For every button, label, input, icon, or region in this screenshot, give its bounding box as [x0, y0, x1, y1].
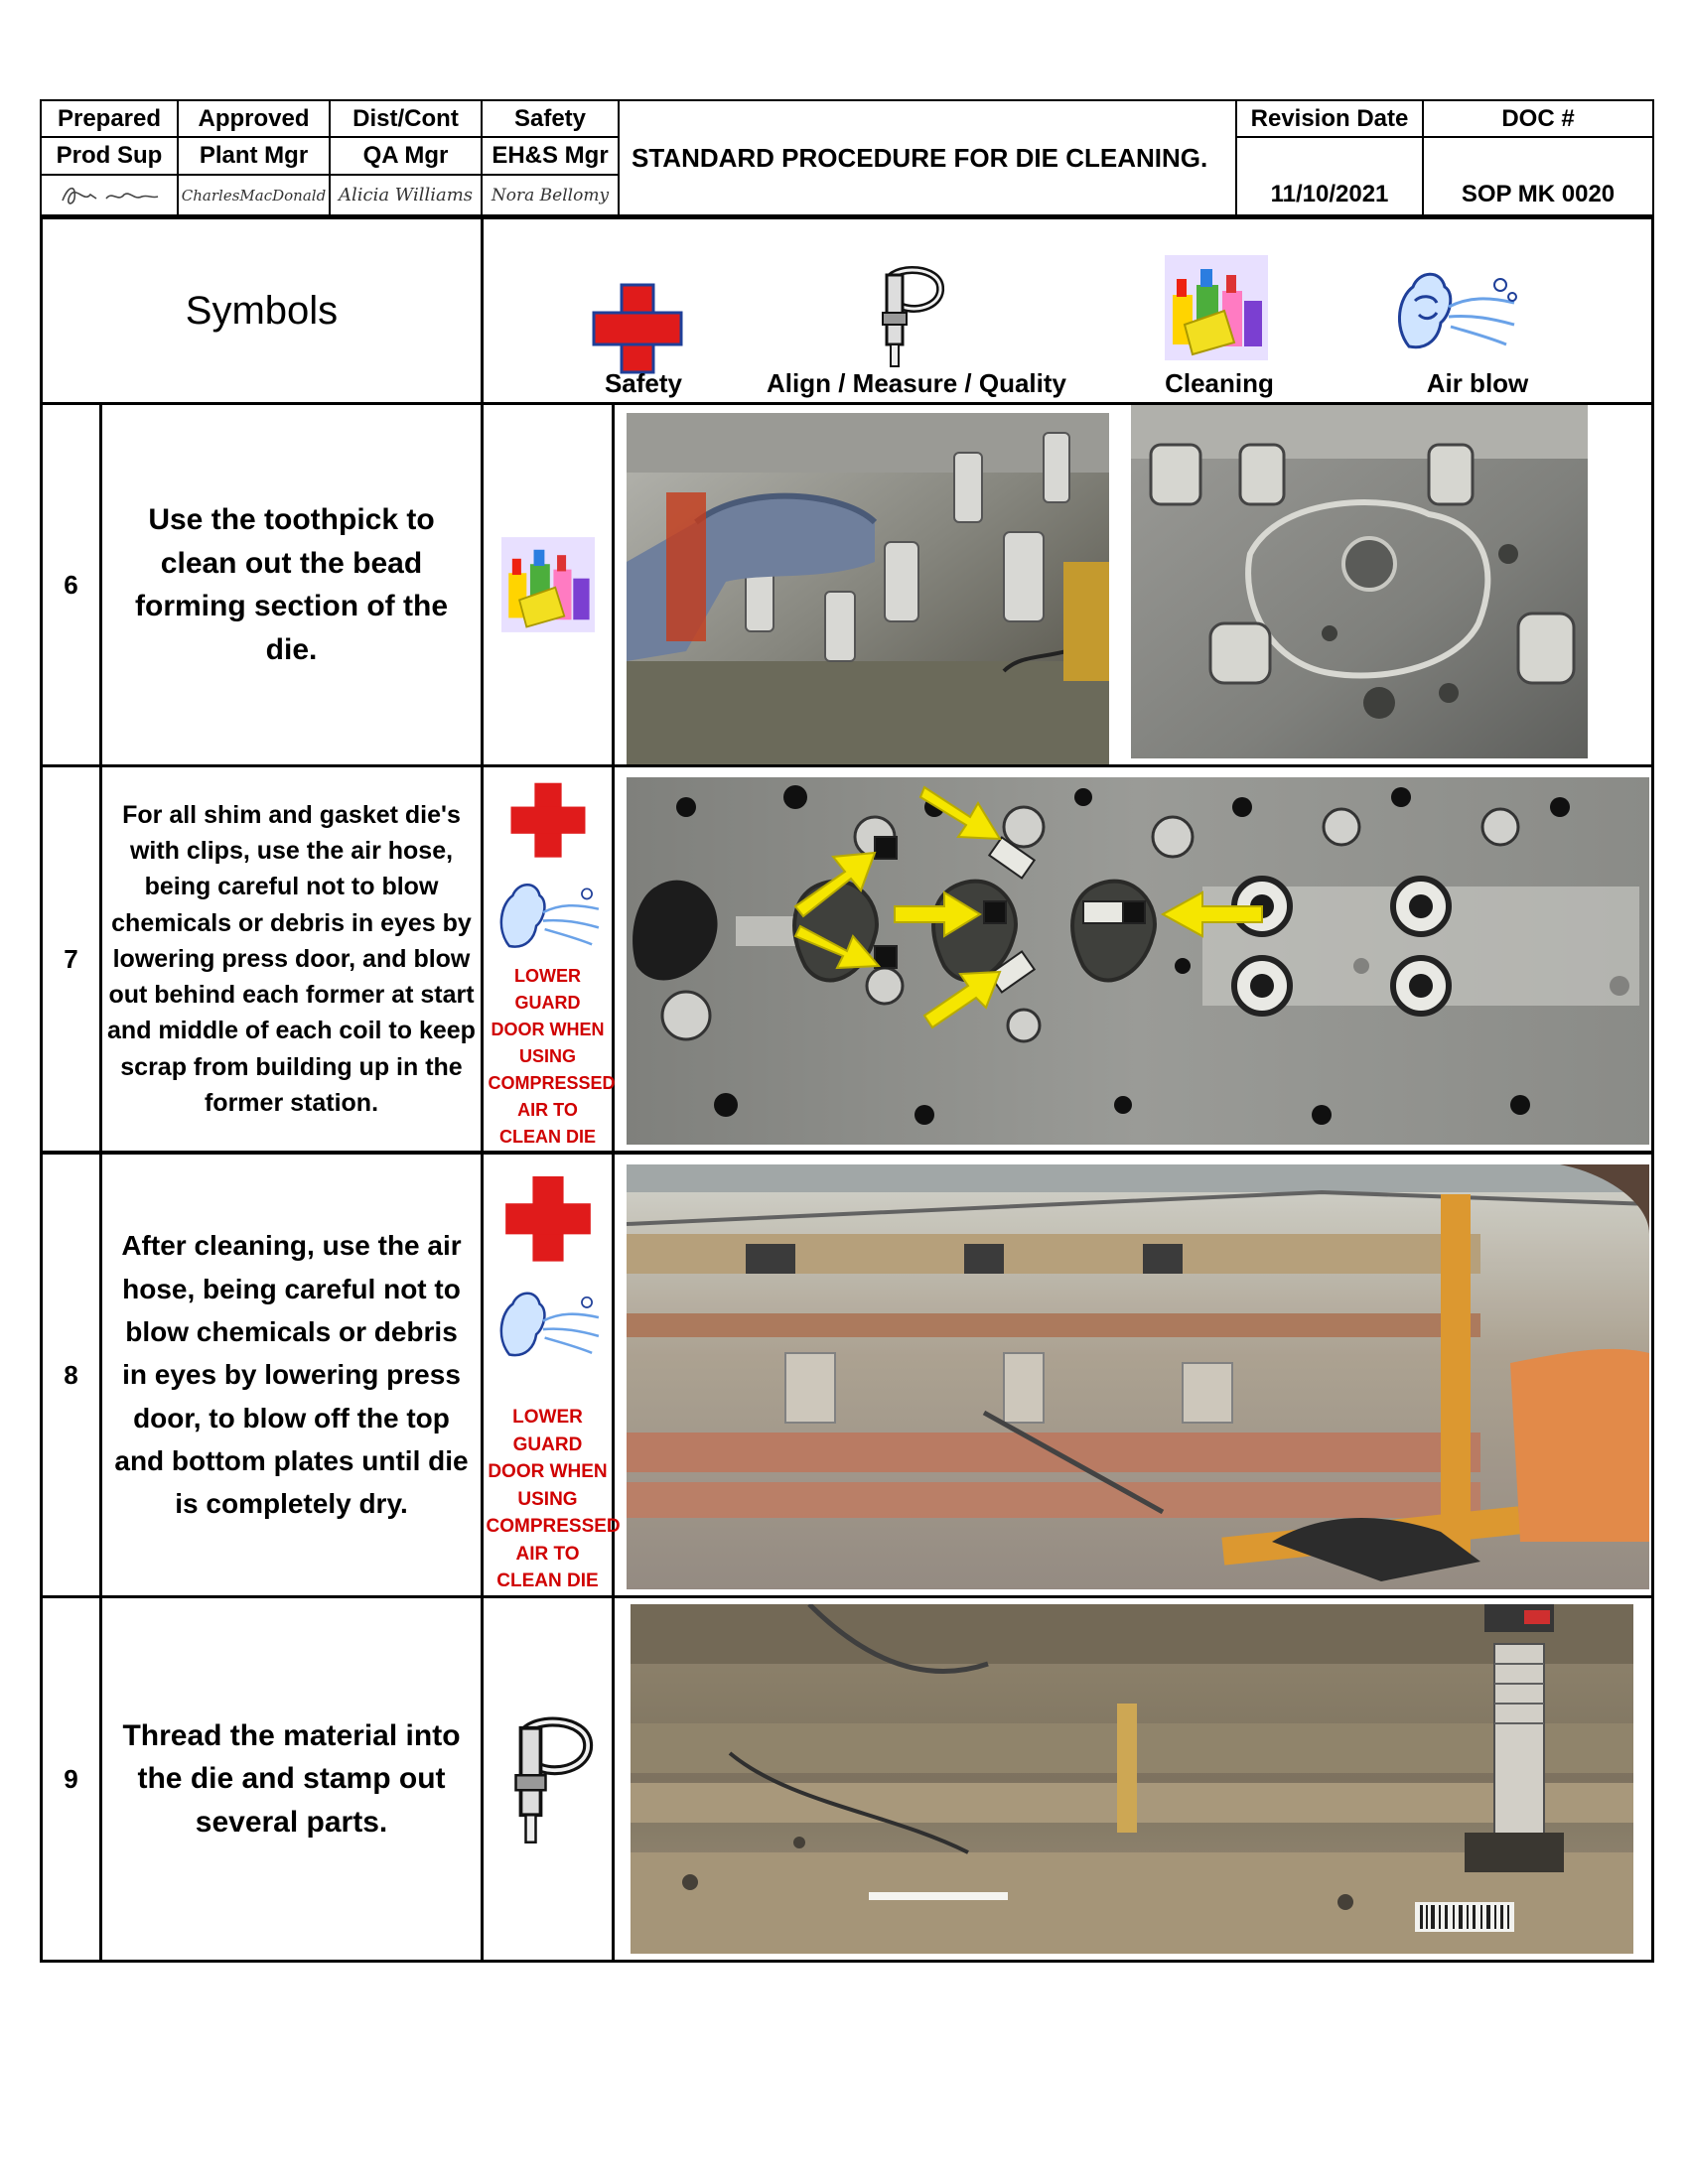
- red-cross-icon: [510, 782, 585, 858]
- step-instruction: Thread the material into the die and sta…: [102, 1598, 484, 1960]
- step-icon-column: [484, 405, 615, 764]
- die-photo-gloved-hand: [627, 413, 1109, 764]
- symbol-label-cleaning: Cleaning: [1165, 368, 1274, 398]
- approved-role: Plant Mgr: [177, 136, 331, 176]
- safety-signature: Nora Bellomy: [481, 174, 620, 216]
- symbol-label-air-blow: Air blow: [1426, 368, 1529, 398]
- revision-date-value: 11/10/2021: [1235, 136, 1424, 216]
- air-blow-icon: [499, 884, 599, 949]
- symbol-label-safety: Safety: [604, 368, 683, 398]
- dist-signature: Alicia Williams: [329, 174, 483, 216]
- step-instruction: Use the toothpick to clean out the bead …: [102, 405, 484, 764]
- approved-label: Approved: [177, 99, 331, 138]
- step-number: 6: [43, 405, 102, 764]
- step-icon-column: LOWER GUARD DOOR WHEN USING COMPRESSED A…: [484, 1155, 621, 1595]
- cleaning-supplies-icon: [500, 537, 595, 632]
- approved-signature: CharlesMacDonald: [177, 174, 331, 216]
- prepared-label: Prepared: [40, 99, 179, 138]
- step-row-9: 9 Thread the material into the die and s…: [40, 1595, 1654, 1963]
- prepared-signature: [40, 174, 179, 216]
- die-photo-press-door: [627, 1164, 1649, 1589]
- symbols-row: Symbols Safety Align / Measure / Quality…: [40, 216, 1654, 405]
- signature-scribble-icon: [62, 187, 159, 205]
- step-number: 8: [43, 1155, 102, 1595]
- doc-number-value: SOP MK 0020: [1422, 136, 1654, 216]
- dist-role: QA Mgr: [329, 136, 483, 176]
- step-row-6: 6 Use the toothpick to clean out the bea…: [40, 402, 1654, 767]
- symbols-heading: Symbols: [43, 219, 484, 402]
- doc-number-label: DOC #: [1422, 99, 1654, 138]
- guard-door-warning: LOWER GUARD DOOR WHEN USING COMPRESSED A…: [486, 1407, 621, 1592]
- red-cross-icon: [592, 283, 683, 374]
- step-number: 9: [43, 1598, 102, 1960]
- step-icon-column: [484, 1598, 615, 1960]
- prepared-role: Prod Sup: [40, 136, 179, 176]
- step-instruction: For all shim and gasket die's with clips…: [102, 767, 484, 1151]
- die-photo-bead-section: [1131, 405, 1588, 758]
- step-icon-column: LOWER GUARD DOOR WHEN USING COMPRESSED A…: [484, 767, 616, 1151]
- header-table: Prepared Approved Dist/Cont Safety Prod …: [40, 99, 1654, 216]
- die-photo-material-threaded: [631, 1604, 1633, 1954]
- air-blow-icon: [499, 1292, 599, 1356]
- safety-label: Safety: [481, 99, 620, 138]
- step-number: 7: [43, 767, 102, 1151]
- step-row-8: 8 After cleaning, use the air hose, bein…: [40, 1152, 1654, 1598]
- die-photo-former-station: [627, 777, 1649, 1145]
- safety-role: EH&S Mgr: [481, 136, 620, 176]
- air-blow-icon: [1389, 267, 1520, 356]
- step-row-7: 7 For all shim and gasket die's with cli…: [40, 764, 1654, 1154]
- caliper-icon: [513, 1716, 593, 1843]
- document-title: STANDARD PROCEDURE FOR DIE CLEANING.: [618, 99, 1237, 216]
- symbol-label-align: Align / Measure / Quality: [767, 368, 1066, 398]
- guard-door-warning: LOWER GUARD DOOR WHEN USING COMPRESSED A…: [488, 966, 616, 1147]
- step-instruction: After cleaning, use the air hose, being …: [102, 1155, 484, 1595]
- revision-date-label: Revision Date: [1235, 99, 1424, 138]
- cleaning-supplies-icon: [1165, 255, 1268, 360]
- caliper-icon: [869, 261, 948, 370]
- dist-label: Dist/Cont: [329, 99, 483, 138]
- red-cross-icon: [504, 1175, 591, 1262]
